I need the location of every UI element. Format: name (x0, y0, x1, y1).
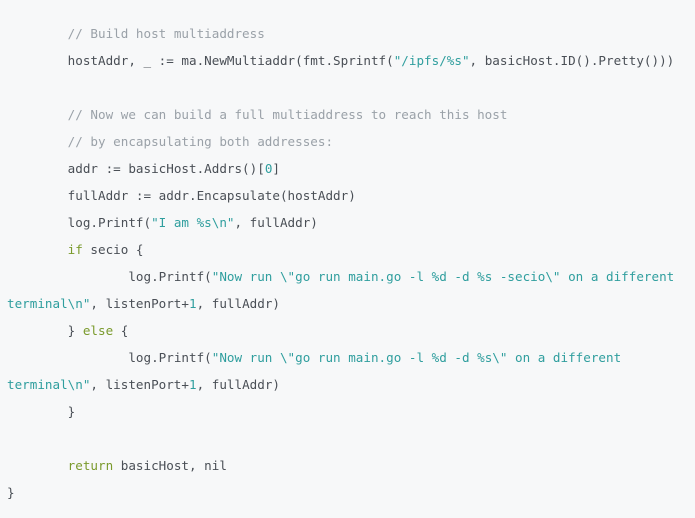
comment: // by encapsulating both addresses: (67, 134, 334, 149)
operator: + (181, 377, 189, 392)
code-line-1: // Build host multiaddress (7, 24, 265, 44)
code-text: , fullAddr) (234, 215, 318, 230)
code-text: } (67, 323, 83, 338)
code-text: , fullAddr) (196, 377, 280, 392)
code-text: log.Printf( (67, 215, 152, 230)
keyword: if (67, 242, 83, 257)
code-line-3: // Now we can build a full multiaddress … (7, 105, 508, 125)
indent (7, 458, 68, 473)
string-literal: "I am %s\n" (151, 215, 235, 230)
code-line-5: addr := basicHost.Addrs()[0] (7, 159, 280, 179)
code-line-7: log.Printf("I am %s\n", fullAddr) (7, 213, 318, 233)
comment: // Now we can build a full multiaddress … (67, 107, 508, 122)
code-text: basicHost, nil (113, 458, 227, 473)
number-literal: 0 (264, 161, 273, 176)
indent (7, 323, 68, 338)
code-line-10: terminal\n", listenPort+1, fullAddr) (7, 294, 280, 314)
string-literal: terminal\n" (7, 377, 91, 392)
code-line-9: log.Printf("Now run \"go run main.go -l … (7, 267, 674, 287)
code-line-13: terminal\n", listenPort+1, fullAddr) (7, 375, 280, 395)
code-text: , listenPort (90, 296, 182, 311)
code-line-6: fullAddr := addr.Encapsulate(hostAddr) (7, 186, 356, 206)
code-text: , basicHost.ID().Pretty())) (469, 53, 675, 68)
keyword: else (82, 323, 114, 338)
code-text: log.Printf( (128, 350, 212, 365)
operator: + (181, 296, 189, 311)
indent (7, 215, 68, 230)
indent (7, 242, 68, 257)
code-text: } (67, 404, 76, 419)
string-literal: "/ipfs/%s" (393, 53, 470, 68)
indent (7, 188, 68, 203)
code-text: log.Printf( (128, 269, 212, 284)
indent (7, 53, 68, 68)
code-text: fullAddr := addr.Encapsulate(hostAddr) (67, 188, 356, 203)
number-literal: 1 (189, 296, 197, 311)
indent (7, 269, 128, 284)
code-text: hostAddr, _ := ma.NewMultiaddr(fmt.Sprin… (67, 53, 394, 68)
code-line-8: if secio { (7, 240, 144, 260)
string-literal: terminal\n" (7, 296, 91, 311)
indent (7, 26, 68, 41)
keyword: return (67, 458, 114, 473)
code-text: secio { (82, 242, 144, 257)
code-line-4: // by encapsulating both addresses: (7, 132, 333, 152)
code-line-11: } else { (7, 321, 129, 341)
comment: // Build host multiaddress (67, 26, 265, 41)
code-text: ] (272, 161, 280, 176)
code-line-2: hostAddr, _ := ma.NewMultiaddr(fmt.Sprin… (7, 51, 675, 71)
code-line-15: return basicHost, nil (7, 456, 227, 476)
code-text: , fullAddr) (196, 296, 280, 311)
number-literal: 1 (189, 377, 197, 392)
string-literal: "Now run \"go run main.go -l %d -d %s\" … (211, 350, 622, 365)
indent (7, 161, 68, 176)
indent (7, 404, 68, 419)
indent (7, 107, 68, 122)
indent (7, 350, 128, 365)
code-line-14: } (7, 402, 76, 422)
code-line-12: log.Printf("Now run \"go run main.go -l … (7, 348, 621, 368)
code-line-16: } (7, 483, 15, 503)
indent (7, 134, 68, 149)
code-text: addr := basicHost.Addrs()[ (67, 161, 265, 176)
code-text: , listenPort (90, 377, 182, 392)
code-text: { (113, 323, 129, 338)
code-text: } (7, 485, 15, 500)
string-literal: "Now run \"go run main.go -l %d -d %s -s… (211, 269, 675, 284)
